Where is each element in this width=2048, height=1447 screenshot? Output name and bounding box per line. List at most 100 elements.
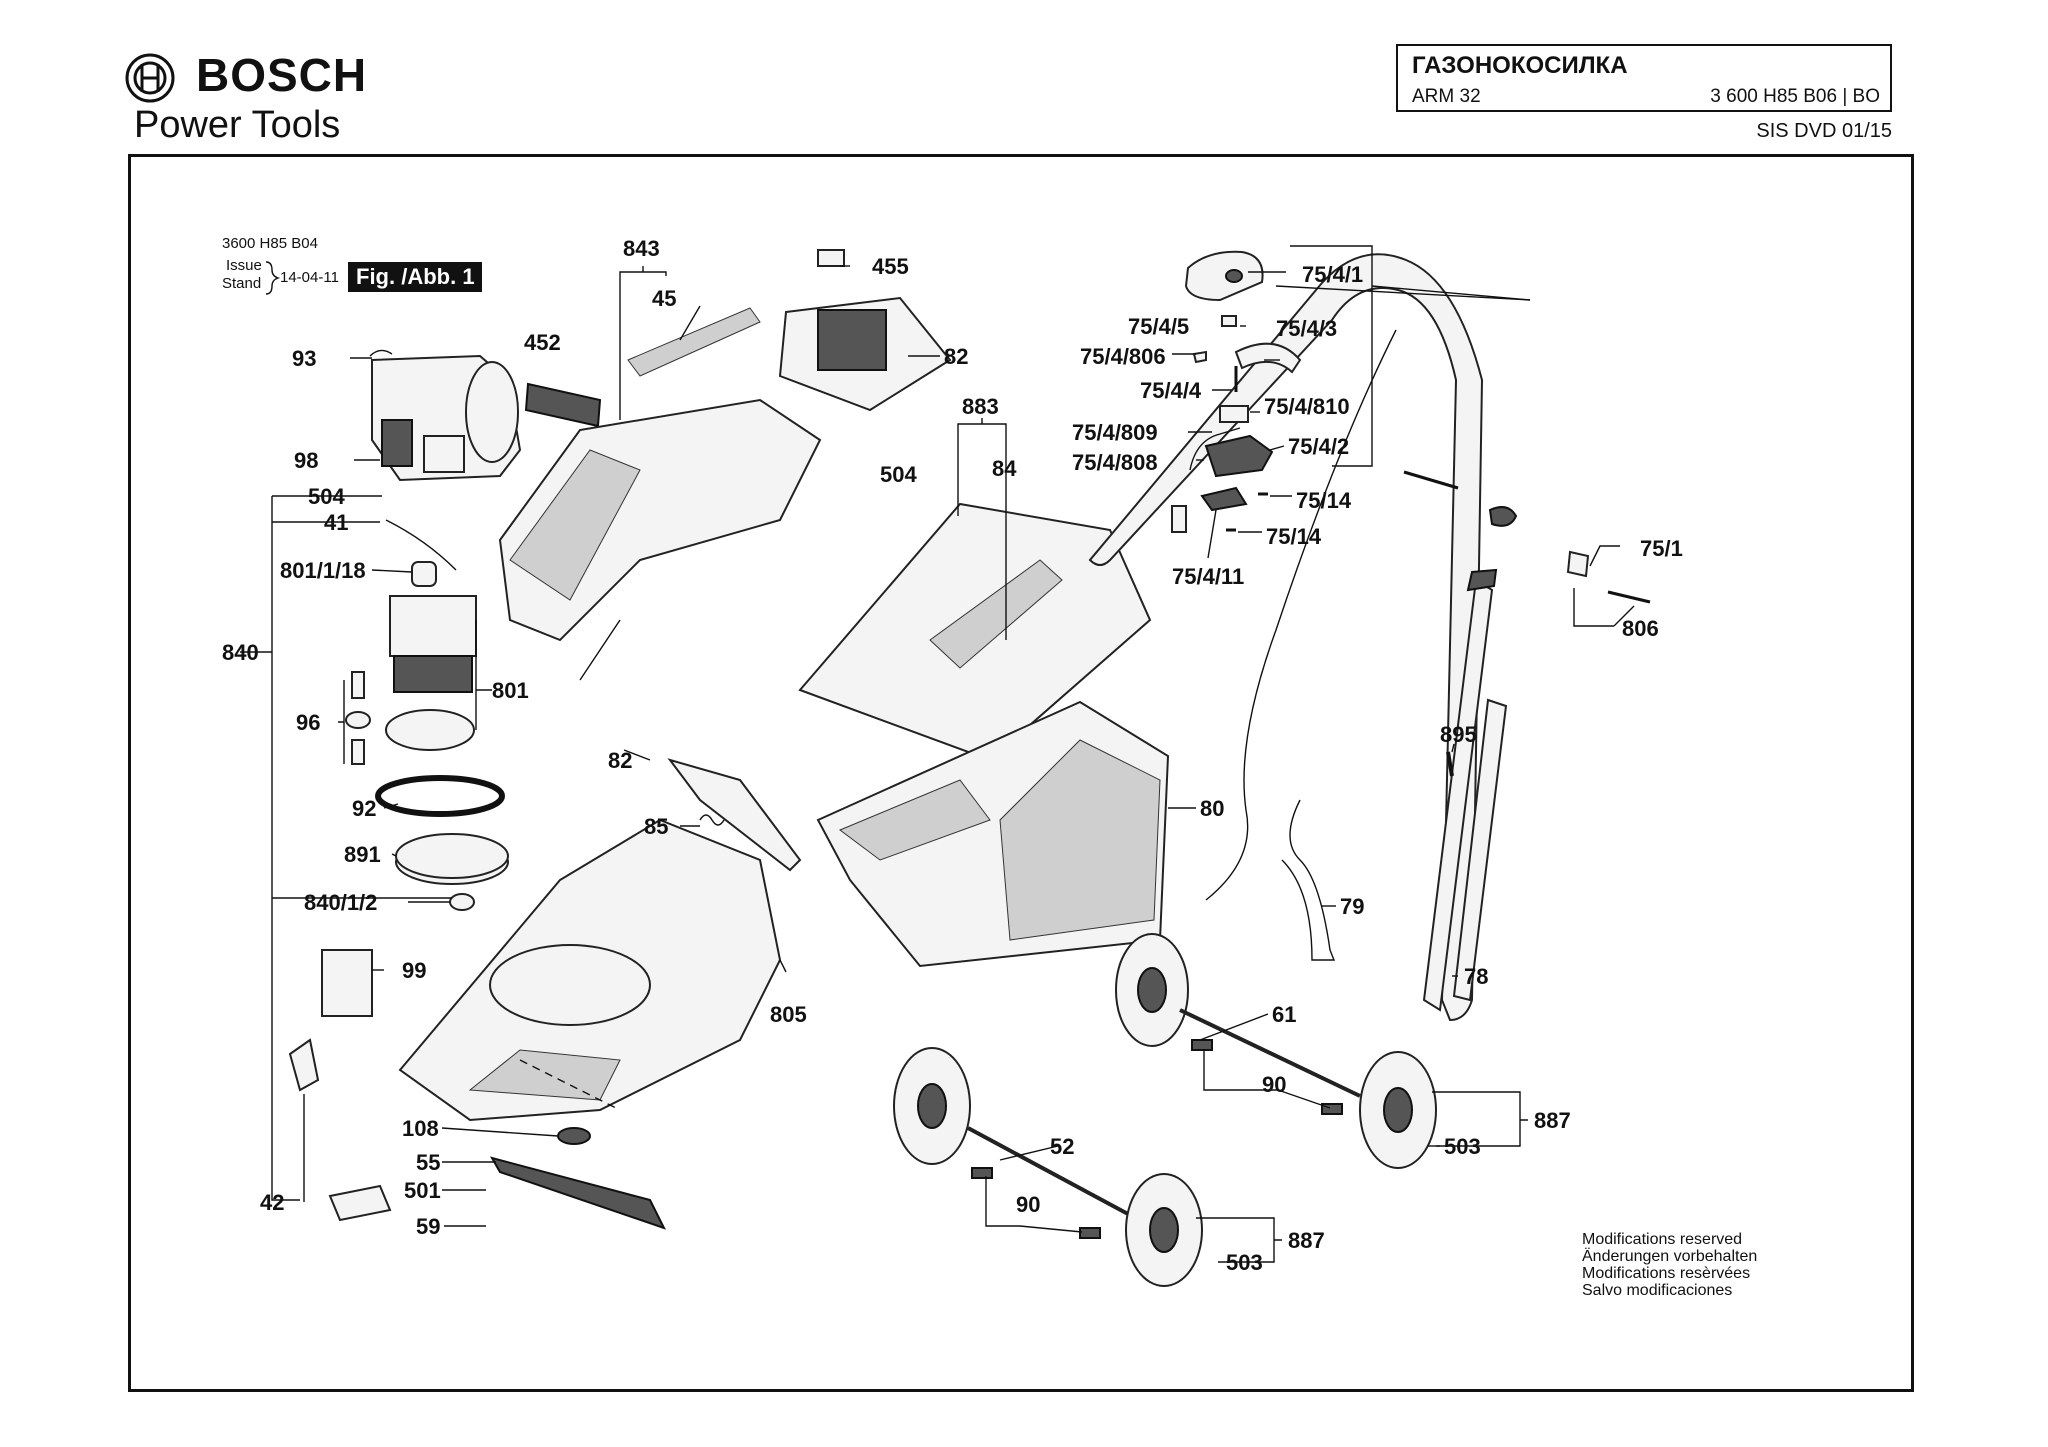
- part-labels: 843 45 455 452 82 93 98 504 504 41 801/1…: [222, 236, 1683, 1275]
- label-806: 806: [1622, 616, 1659, 641]
- pin-895-shape: [1446, 751, 1454, 777]
- panel-label-shape: [817, 249, 845, 267]
- spring-clip-shape: [385, 519, 457, 571]
- grass-box-lid-handle-shape: [929, 559, 1063, 669]
- label-840-1-2: 840/1/2: [304, 890, 377, 915]
- filter-pad-shape: [321, 949, 373, 1017]
- label-504-right: 504: [880, 462, 917, 487]
- switch-cover-button-shape: [1225, 269, 1243, 283]
- label-84: 84: [992, 456, 1017, 481]
- label-75-4-806: 75/4/806: [1080, 344, 1166, 369]
- label-883: 883: [962, 394, 999, 419]
- drawing-frame: [128, 154, 1914, 1392]
- label-75-14-bottom: 75/14: [1266, 524, 1322, 549]
- handle-nut-shape: [1566, 550, 1590, 578]
- label-843: 843: [623, 236, 660, 261]
- clip-shape: [288, 1038, 320, 1092]
- note-line-4: Salvo modificaciones: [1582, 1282, 1732, 1299]
- label-75-4-4: 75/4/4: [1140, 378, 1202, 403]
- label-75-1: 75/1: [1640, 536, 1683, 561]
- axle-spring-shape-3: [971, 1167, 993, 1179]
- label-41: 41: [324, 510, 348, 535]
- label-503-top: 503: [1444, 1134, 1481, 1159]
- carry-handle-shape: [627, 307, 761, 377]
- issue-brace: [265, 261, 281, 295]
- label-52: 52: [1050, 1134, 1074, 1159]
- label-503-bottom: 503: [1226, 1250, 1263, 1275]
- handle-knob-shape: [1488, 506, 1518, 527]
- switch-cover-shape: [1184, 250, 1264, 302]
- strain-relief-shape: [1200, 486, 1248, 512]
- bosch-logo-icon: [124, 52, 176, 104]
- lower-handle-79-shape: [1281, 799, 1336, 961]
- grass-box-mesh-shape-2: [839, 779, 991, 861]
- wheel-hub-shape-4: [1149, 1207, 1179, 1253]
- label-887-bottom: 887: [1288, 1228, 1325, 1253]
- label-80: 80: [1200, 796, 1224, 821]
- switch-part-75-4-5-shape: [1221, 315, 1237, 327]
- label-45: 45: [652, 286, 676, 311]
- model-name: ARM 32: [1412, 86, 1481, 107]
- axle-spring-shape-2: [1321, 1103, 1343, 1115]
- label-61: 61: [1272, 1002, 1296, 1027]
- label-75-4-809: 75/4/809: [1072, 420, 1158, 445]
- label-96: 96: [296, 710, 320, 735]
- label-75-4-810: 75/4/810: [1264, 394, 1350, 419]
- brush-ring-shape: [345, 711, 371, 729]
- note-line-2: Änderungen vorbehalten: [1582, 1247, 1757, 1265]
- brush-shape-2: [351, 739, 365, 765]
- label-75-4-808: 75/4/808: [1072, 450, 1158, 475]
- issue-code: 3600 H85 B04: [222, 235, 318, 252]
- issue-date: 14-04-11: [280, 269, 339, 286]
- motor-housing-dome-shape: [465, 361, 519, 463]
- label-90-top: 90: [1262, 1072, 1286, 1097]
- handle-bolt-shape: [1403, 470, 1459, 490]
- label-75-4-1: 75/4/1: [1302, 262, 1363, 287]
- label-55: 55: [416, 1150, 440, 1175]
- label-75-4-11: 75/4/11: [1172, 564, 1244, 589]
- label-42: 42: [260, 1190, 284, 1215]
- control-panel-display-shape: [817, 309, 887, 371]
- clip-shape-2: [328, 1184, 392, 1222]
- sis-reference: SIS DVD 01/15: [1756, 120, 1892, 142]
- plug-shape: [1171, 505, 1187, 533]
- note-line-1: Modifications reserved: [1582, 1231, 1742, 1248]
- label-82-lower: 82: [608, 748, 632, 773]
- label-99: 99: [402, 958, 426, 983]
- label-891: 891: [344, 842, 381, 867]
- label-85: 85: [644, 814, 668, 839]
- torsion-spring-shape: [699, 814, 725, 826]
- housing-socket-shape-2: [423, 435, 465, 473]
- switch-part-75-4-810-shape: [1219, 405, 1249, 423]
- small-bearing-shape: [449, 893, 475, 911]
- label-452: 452: [524, 330, 561, 355]
- wheel-hub-shape-2: [1383, 1087, 1413, 1133]
- switch-module-shape: [1204, 434, 1274, 478]
- title-block: ГАЗОНОКОСИЛКА ARM 32 3 600 H85 B06 | BO: [1396, 44, 1892, 112]
- motor-stator-shape: [389, 595, 477, 657]
- document-title: ГАЗОНОКОСИЛКА: [1412, 52, 1628, 79]
- axle-spring-shape-4: [1079, 1227, 1101, 1239]
- label-840: 840: [222, 640, 259, 665]
- switch-cable-shape: [1189, 427, 1241, 471]
- label-90-bottom: 90: [1016, 1192, 1040, 1217]
- blade-washer-shape: [557, 1127, 591, 1145]
- label-801-1-18: 801/1/18: [280, 558, 366, 583]
- brush-shape: [351, 671, 365, 699]
- switch-part-75-4-806-shape: [1192, 350, 1207, 364]
- handle-bolt-shape-2: [1607, 590, 1651, 604]
- division-name: Power Tools: [134, 104, 341, 146]
- label-92: 92: [352, 796, 376, 821]
- cutting-blade-shape: [489, 1156, 666, 1230]
- label-801: 801: [492, 678, 529, 703]
- tube-end-shape: [1466, 568, 1498, 592]
- label-78: 78: [1464, 964, 1488, 989]
- fan-wheel-shape: [385, 709, 475, 751]
- deck-vent-shape: [468, 1049, 621, 1101]
- label-887-top: 887: [1534, 1108, 1571, 1133]
- housing-socket-shape: [381, 419, 413, 467]
- label-75-4-3: 75/4/3: [1276, 316, 1337, 341]
- label-108: 108: [402, 1116, 439, 1141]
- figure-badge: [348, 262, 482, 292]
